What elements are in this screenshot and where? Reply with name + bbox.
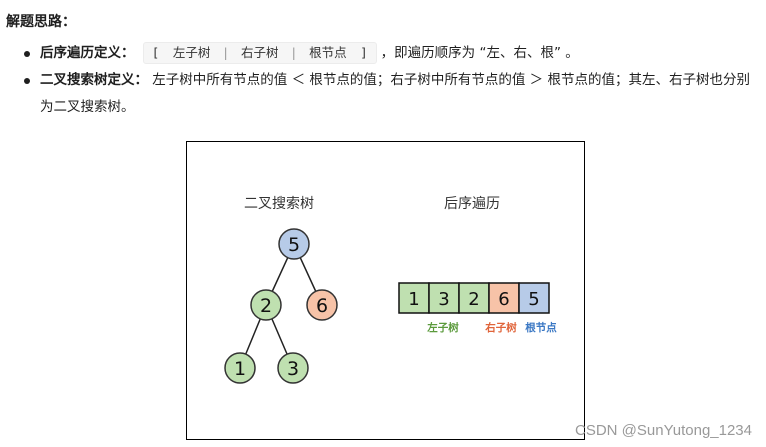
code-close-bracket: ]	[360, 45, 368, 60]
tree-node-circle	[224, 352, 256, 384]
array-cell-label: 1	[408, 289, 419, 310]
tree-node-circle	[277, 352, 309, 384]
legend-right-subtree: 右子树	[484, 321, 517, 334]
bst-description: 左子树中所有节点的值 ＜ 根节点的值；右子树中所有节点的值 ＞ 根节点的值；其左…	[40, 72, 750, 115]
legend-left-subtree: 左子树	[426, 321, 459, 334]
term-bst: 二叉搜索树定义：	[40, 72, 148, 88]
tree-node-label: 1	[234, 358, 246, 380]
array-cell-label: 2	[468, 289, 479, 310]
array-title: 后序遍历	[444, 196, 500, 212]
code-right-subtree: 右子树	[240, 45, 279, 60]
postorder-description: ，即遍历顺序为 “左、右、根” 。	[380, 45, 579, 61]
tree-title: 二叉搜索树	[244, 195, 314, 212]
tree-node-label: 2	[260, 295, 272, 317]
tree-node-label: 5	[288, 234, 300, 256]
bullet-dot	[24, 51, 30, 57]
tree-node-circle	[306, 289, 338, 321]
tree-node-label: 6	[316, 295, 328, 317]
bullet-dot	[24, 78, 30, 84]
array-cell-label: 5	[528, 289, 539, 310]
tree-node-circle	[250, 289, 282, 321]
definition-list: 后序遍历定义： [ 左子树 | 右子树 | 根节点 ] ，即遍历顺序为 “左、右…	[0, 40, 760, 121]
section-heading: 解题思路：	[6, 14, 76, 30]
inline-code: [ 左子树 | 右子树 | 根节点 ]	[142, 42, 377, 64]
code-left-subtree: 左子树	[172, 45, 211, 60]
tree-node-circle	[278, 228, 310, 260]
array-cell	[398, 282, 430, 314]
list-item-postorder: 后序遍历定义： [ 左子树 | 右子树 | 根节点 ] ，即遍历顺序为 “左、右…	[0, 40, 760, 67]
tree-node-label: 3	[287, 358, 299, 380]
legend-root: 根节点	[525, 321, 557, 334]
array-cell-label: 6	[498, 289, 509, 310]
array-cell	[458, 282, 490, 314]
array-cell	[518, 282, 550, 314]
term-postorder: 后序遍历定义：	[40, 45, 135, 61]
watermark: CSDN @SunYutong_1234	[574, 422, 752, 439]
code-separator: |	[290, 45, 298, 60]
code-open-bracket: [	[151, 45, 160, 60]
array-cell-label: 3	[438, 289, 449, 310]
code-root: 根节点	[309, 45, 347, 60]
tree-nodes: 5 2 6 1 3	[224, 228, 338, 384]
code-separator: |	[221, 45, 230, 60]
list-item-bst: 二叉搜索树定义： 左子树中所有节点的值 ＜ 根节点的值；右子树中所有节点的值 ＞…	[0, 67, 760, 121]
